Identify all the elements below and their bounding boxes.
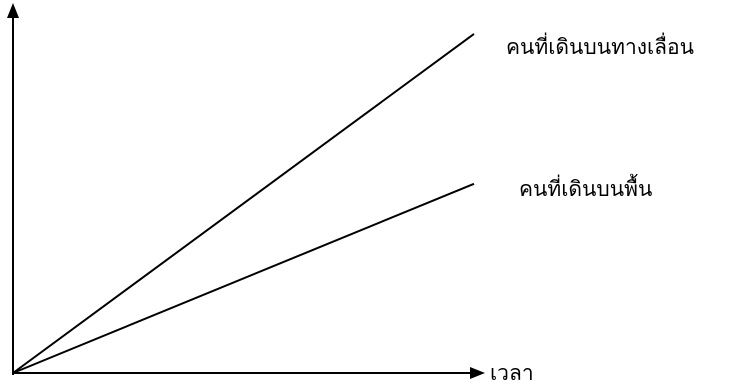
x-axis-arrowhead [470, 367, 485, 379]
x-axis-label: เวลา [490, 361, 534, 385]
series-line-walkway [12, 33, 475, 374]
axes-layer: เวลา [7, 3, 534, 385]
y-axis-arrowhead [7, 3, 19, 18]
series-line-floor [12, 182, 475, 374]
series-label-walkway: คนที่เดินบนทางเลื่อน [506, 32, 694, 59]
series-label-floor: คนที่เดินบนพื้น [519, 174, 652, 201]
